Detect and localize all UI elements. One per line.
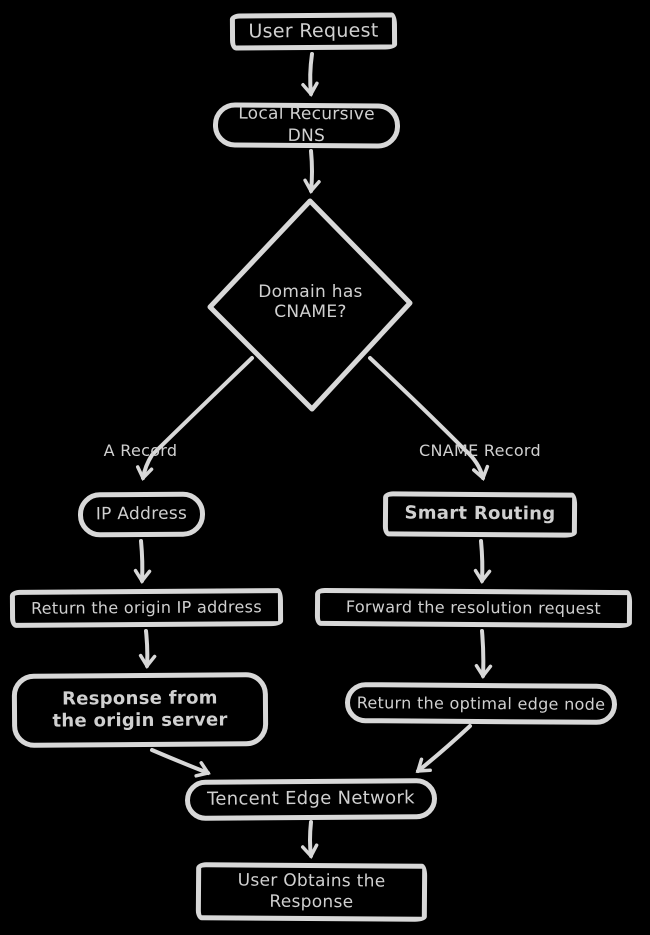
decision-question-line1: Domain has: [258, 282, 363, 302]
node-forward-request-label: Forward the resolution request: [345, 597, 602, 618]
node-optimal-edge-node: Return the optimal edge node: [344, 682, 618, 725]
connector-left-action-to-result: [138, 629, 157, 670]
node-smart-routing: Smart Routing: [382, 491, 578, 538]
node-local-dns-label: Local Recursive DNS: [238, 103, 375, 146]
connector-right-action-to-result: [474, 629, 493, 680]
node-ip-address: IP Address: [77, 491, 206, 538]
node-edge-network-label: Tencent Edge Network: [207, 787, 415, 810]
edge-label-a-record: A Record: [103, 441, 178, 460]
edge-label-cname-record: CNAME Record: [419, 441, 541, 460]
node-final-response-line1: User Obtains the: [237, 870, 386, 892]
connector-left-record-to-action: [133, 539, 152, 585]
connector-merge-to-final: [300, 820, 319, 860]
connector-right-result-to-merge: [415, 724, 472, 773]
decision-question-line2: CNAME?: [274, 302, 347, 323]
decision-diamond-shape: [207, 198, 413, 412]
node-local-recursive-dns: Local Recursive DNS: [212, 102, 401, 149]
connector-decision-to-left: [135, 356, 254, 482]
node-user-request: User Request: [229, 12, 398, 51]
node-smart-routing-label: Smart Routing: [404, 502, 556, 525]
node-origin-response-line2: the origin server: [52, 709, 228, 732]
node-final-response: User Obtains the Response: [195, 862, 428, 922]
node-return-origin-ip: Return the origin IP address: [9, 588, 284, 628]
connector-decision-to-right: [368, 356, 490, 481]
node-forward-request: Forward the resolution request: [314, 587, 633, 629]
connector-request-to-dns: [301, 52, 319, 98]
node-ip-address-label: IP Address: [95, 503, 188, 525]
node-optimal-edge-node-label: Return the optimal edge node: [356, 692, 606, 714]
decision-question: Domain has CNAME?: [248, 282, 373, 323]
node-origin-response: Response from the origin server: [11, 672, 269, 748]
node-user-request-label: User Request: [248, 19, 379, 43]
connector-left-result-to-merge: [150, 748, 211, 778]
node-return-origin-ip-label: Return the origin IP address: [30, 597, 262, 618]
node-edge-network: Tencent Edge Network: [184, 778, 438, 821]
connector-dns-to-decision: [303, 149, 321, 195]
node-origin-response-line1: Response from: [61, 686, 218, 710]
connector-right-record-to-action: [473, 539, 492, 585]
node-final-response-line2: Response: [269, 891, 354, 913]
